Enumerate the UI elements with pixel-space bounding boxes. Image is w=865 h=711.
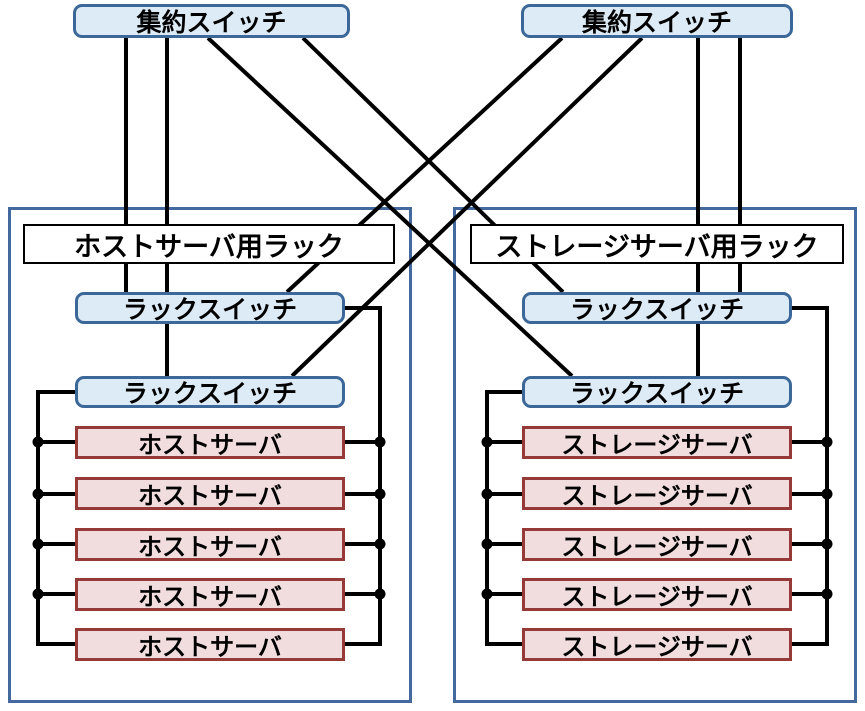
server-storage-5: ストレージサーバ xyxy=(522,628,792,661)
rack-title-host: ホストサーバ用ラック xyxy=(23,224,395,264)
aggregation-switch-right: 集約スイッチ xyxy=(521,4,793,38)
rack-container-storage xyxy=(453,207,857,703)
server-storage-2: ストレージサーバ xyxy=(522,477,792,510)
server-host-5: ホストサーバ xyxy=(75,628,345,661)
rack-switch-host-1: ラックスイッチ xyxy=(75,292,345,324)
bus-storage-right xyxy=(792,306,829,646)
server-host-4: ホストサーバ xyxy=(75,578,345,611)
bus-host-left xyxy=(36,390,75,646)
server-host-2: ホストサーバ xyxy=(75,477,345,510)
server-storage-1: ストレージサーバ xyxy=(522,426,792,459)
rack-switch-storage-2: ラックスイッチ xyxy=(522,376,792,408)
link-agg-right-to-host-switch2 xyxy=(290,36,644,378)
bus-host-right xyxy=(345,306,382,646)
bus-storage-left xyxy=(485,390,522,646)
aggregation-switch-left: 集約スイッチ xyxy=(73,4,350,38)
rack-switch-storage-1: ラックスイッチ xyxy=(522,292,792,324)
rack-container-host xyxy=(8,207,412,703)
rack-switch-host-2: ラックスイッチ xyxy=(75,376,345,408)
link-agg-left-to-storage-switch2 xyxy=(206,36,574,378)
server-storage-3: ストレージサーバ xyxy=(522,528,792,561)
server-storage-4: ストレージサーバ xyxy=(522,578,792,611)
rack-title-storage: ストレージサーバ用ラック xyxy=(470,224,844,264)
server-host-3: ホストサーバ xyxy=(75,528,345,561)
server-host-1: ホストサーバ xyxy=(75,426,345,459)
bus-junction-dots xyxy=(32,436,833,600)
